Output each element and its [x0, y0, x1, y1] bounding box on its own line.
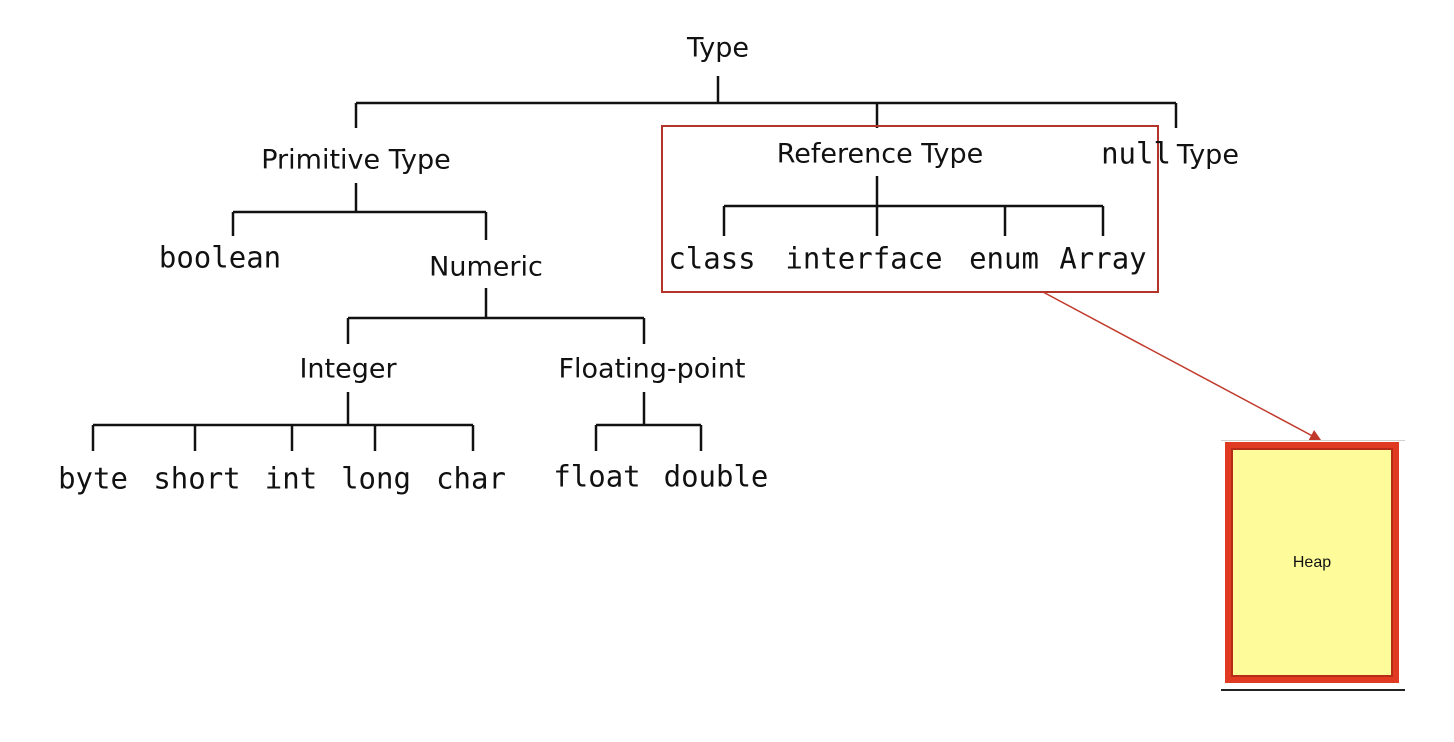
integer-label: Integer: [299, 353, 397, 385]
type-char: char: [436, 461, 506, 496]
type-int: int: [264, 461, 318, 496]
primitive-type-label: Primitive Type: [261, 144, 451, 176]
ref-class: class: [668, 241, 756, 276]
tree-connectors: [91, 76, 1178, 451]
ref-enum: enum: [969, 241, 1039, 276]
ref-interface: interface: [785, 241, 943, 276]
heap-top-edge: [1221, 440, 1405, 441]
null-type-suffix: Type: [1176, 139, 1239, 171]
type-long: long: [341, 461, 411, 496]
numeric-label: Numeric: [429, 251, 543, 283]
heap-label: Heap: [1292, 553, 1332, 571]
ref-array: Array: [1059, 241, 1147, 276]
type-root-label: Type: [686, 32, 750, 64]
reference-type-label: Reference Type: [776, 138, 984, 170]
type-byte: byte: [58, 461, 128, 496]
heap-bottom-edge: [1221, 689, 1405, 691]
floating-point-label: Floating-point: [558, 353, 746, 385]
reference-type-highlight-box: [661, 125, 1159, 293]
type-double: double: [663, 459, 769, 494]
type-short: short: [153, 461, 241, 496]
heap-arrow: [1042, 291, 1322, 441]
boolean-label: boolean: [158, 240, 282, 275]
type-float: float: [553, 459, 641, 494]
null-keyword: null: [1101, 136, 1171, 171]
heap-box: Heap: [1225, 442, 1399, 683]
